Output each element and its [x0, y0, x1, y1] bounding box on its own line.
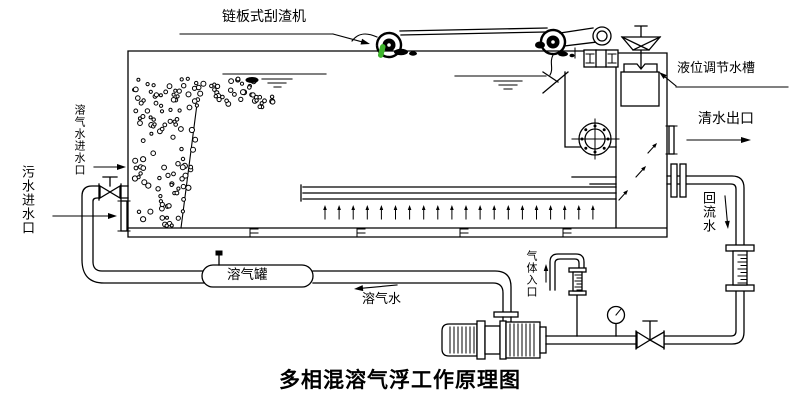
outlet-chamber-internals	[564, 71, 620, 185]
sewage-inlet-flange	[117, 200, 131, 232]
drive-belt	[559, 27, 598, 47]
return-water-label: 回流水	[700, 191, 715, 233]
air-water-label: 溶气水	[362, 292, 402, 307]
dissolved-air-tank	[201, 250, 314, 288]
level-regulating-tank	[620, 63, 660, 107]
leader-lines	[179, 33, 789, 88]
pump-motor	[441, 323, 478, 357]
pressure-gauge-icon	[606, 305, 626, 337]
tank-bottom-stiffeners	[249, 228, 572, 238]
water-surface-symbol	[222, 73, 547, 90]
pump-discharge-pipe	[312, 270, 519, 323]
air-water-inlet-label: 溶气水进水口	[73, 104, 86, 176]
chain-scraper-assembly	[351, 26, 619, 76]
surface-scum-blob	[245, 77, 259, 83]
level-tank-label: 液位调节水槽	[677, 61, 756, 76]
drive-pulley-icon	[592, 26, 612, 46]
pump-assembly	[441, 320, 547, 360]
scraper-label: 链板式刮渣机	[222, 9, 306, 25]
motor-stand	[583, 49, 619, 68]
suction-pipe	[545, 305, 665, 350]
upflow-arrows	[323, 205, 595, 220]
scum-chute	[542, 71, 569, 94]
clean-outlet-flange	[665, 125, 678, 155]
clean-outlet-label: 清水出口	[698, 111, 754, 127]
air-flowmeter-icon	[568, 267, 587, 296]
bottom-valve-icon	[635, 320, 665, 350]
air-tank-label: 溶气罐	[227, 267, 268, 283]
air-inlet-branch	[549, 253, 587, 337]
return-flowmeter-icon	[725, 244, 755, 292]
return-water-line	[663, 163, 755, 345]
pipe-coupling	[670, 163, 678, 198]
flow-arrows	[52, 33, 751, 292]
handwheel-valve	[620, 25, 662, 73]
inlet-piping-left	[81, 176, 206, 284]
sewage-inlet-label: 污水进水口	[19, 165, 34, 235]
scraper-green-mark	[377, 44, 386, 58]
distribution-pipe	[300, 184, 617, 202]
inlet-valve-icon	[98, 176, 122, 201]
gas-inlet-label: 气体入口	[525, 250, 538, 298]
air-bubbles	[131, 76, 276, 228]
scum-bits	[394, 41, 575, 58]
diagram-title: 多相混溶气浮工作原理图	[279, 368, 521, 392]
left-sprocket-icon	[375, 31, 403, 59]
